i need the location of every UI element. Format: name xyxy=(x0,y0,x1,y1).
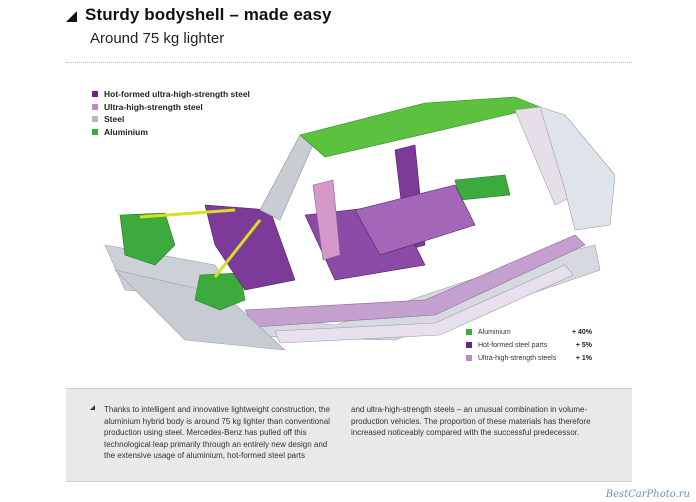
stat-swatch xyxy=(466,329,472,335)
legend-item: Hot-formed ultra-high-strength steel xyxy=(92,88,250,100)
roof-panel xyxy=(299,96,541,158)
legend-swatch xyxy=(92,128,98,135)
legend-item: Steel xyxy=(92,113,250,125)
strut-brace-2 xyxy=(213,219,262,278)
legend-label: Hot-formed ultra-high-strength steel xyxy=(104,89,250,99)
firewall xyxy=(204,204,296,291)
description-box: Thanks to intelligent and innovative lig… xyxy=(66,388,632,482)
triangle-bullet-icon xyxy=(66,10,77,22)
material-legend: Hot-formed ultra-high-strength steel Ult… xyxy=(92,88,250,138)
stat-value: + 1% xyxy=(575,354,592,362)
legend-label: Ultra-high-strength steel xyxy=(104,101,203,112)
legend-swatch xyxy=(92,91,98,97)
legend-swatch xyxy=(92,103,98,110)
stat-row: Aluminium + 40% xyxy=(466,326,592,338)
strut-tower-right xyxy=(194,272,246,311)
legend-item: Aluminium xyxy=(92,126,250,138)
uhss-pillar xyxy=(312,179,341,261)
stat-row: Hot-formed steel parts + 5% xyxy=(466,339,592,351)
title-row: Sturdy bodyshell – made easy xyxy=(66,5,332,25)
lower-sill xyxy=(274,264,574,344)
front-rail-lower xyxy=(114,269,286,351)
description-column-2: and ultra-high-strength steels – an unus… xyxy=(351,405,591,437)
description-column-1: Thanks to intelligent and innovative lig… xyxy=(104,405,330,460)
stat-row: Ultra-high-strength steels + 1% xyxy=(466,352,592,364)
page-subtitle: Around 75 kg lighter xyxy=(90,30,225,47)
stat-label: Hot-formed steel parts xyxy=(478,341,548,349)
stat-swatch xyxy=(466,342,472,348)
strut-brace-1 xyxy=(139,208,236,219)
page-title: Sturdy bodyshell – made easy xyxy=(85,5,332,24)
legend-label: Steel xyxy=(104,114,125,124)
triangle-bullet-icon xyxy=(90,405,95,410)
watermark: BestCarPhoto.ru xyxy=(605,489,690,500)
bodyshell-illustration xyxy=(104,96,615,351)
stat-swatch xyxy=(466,355,472,361)
legend-item: Ultra-high-strength steel xyxy=(92,101,250,113)
header: Sturdy bodyshell – made easy Around 75 k… xyxy=(0,0,696,63)
legend-label: Aluminium xyxy=(104,126,148,137)
stat-label: Aluminium xyxy=(478,328,511,336)
legend-swatch xyxy=(92,116,98,122)
cross-member xyxy=(354,184,476,256)
a-pillar xyxy=(259,134,316,221)
strut-tower-left xyxy=(119,212,176,266)
stat-value: + 5% xyxy=(575,341,592,349)
stat-label: Ultra-high-strength steels xyxy=(478,354,557,362)
rear-quarter xyxy=(539,106,615,231)
material-increase-stats: Aluminium + 40% Hot-formed steel parts +… xyxy=(466,326,592,365)
stat-value: + 40% xyxy=(571,328,592,336)
rear-floor-crossmember xyxy=(454,174,511,201)
header-divider xyxy=(66,62,632,63)
